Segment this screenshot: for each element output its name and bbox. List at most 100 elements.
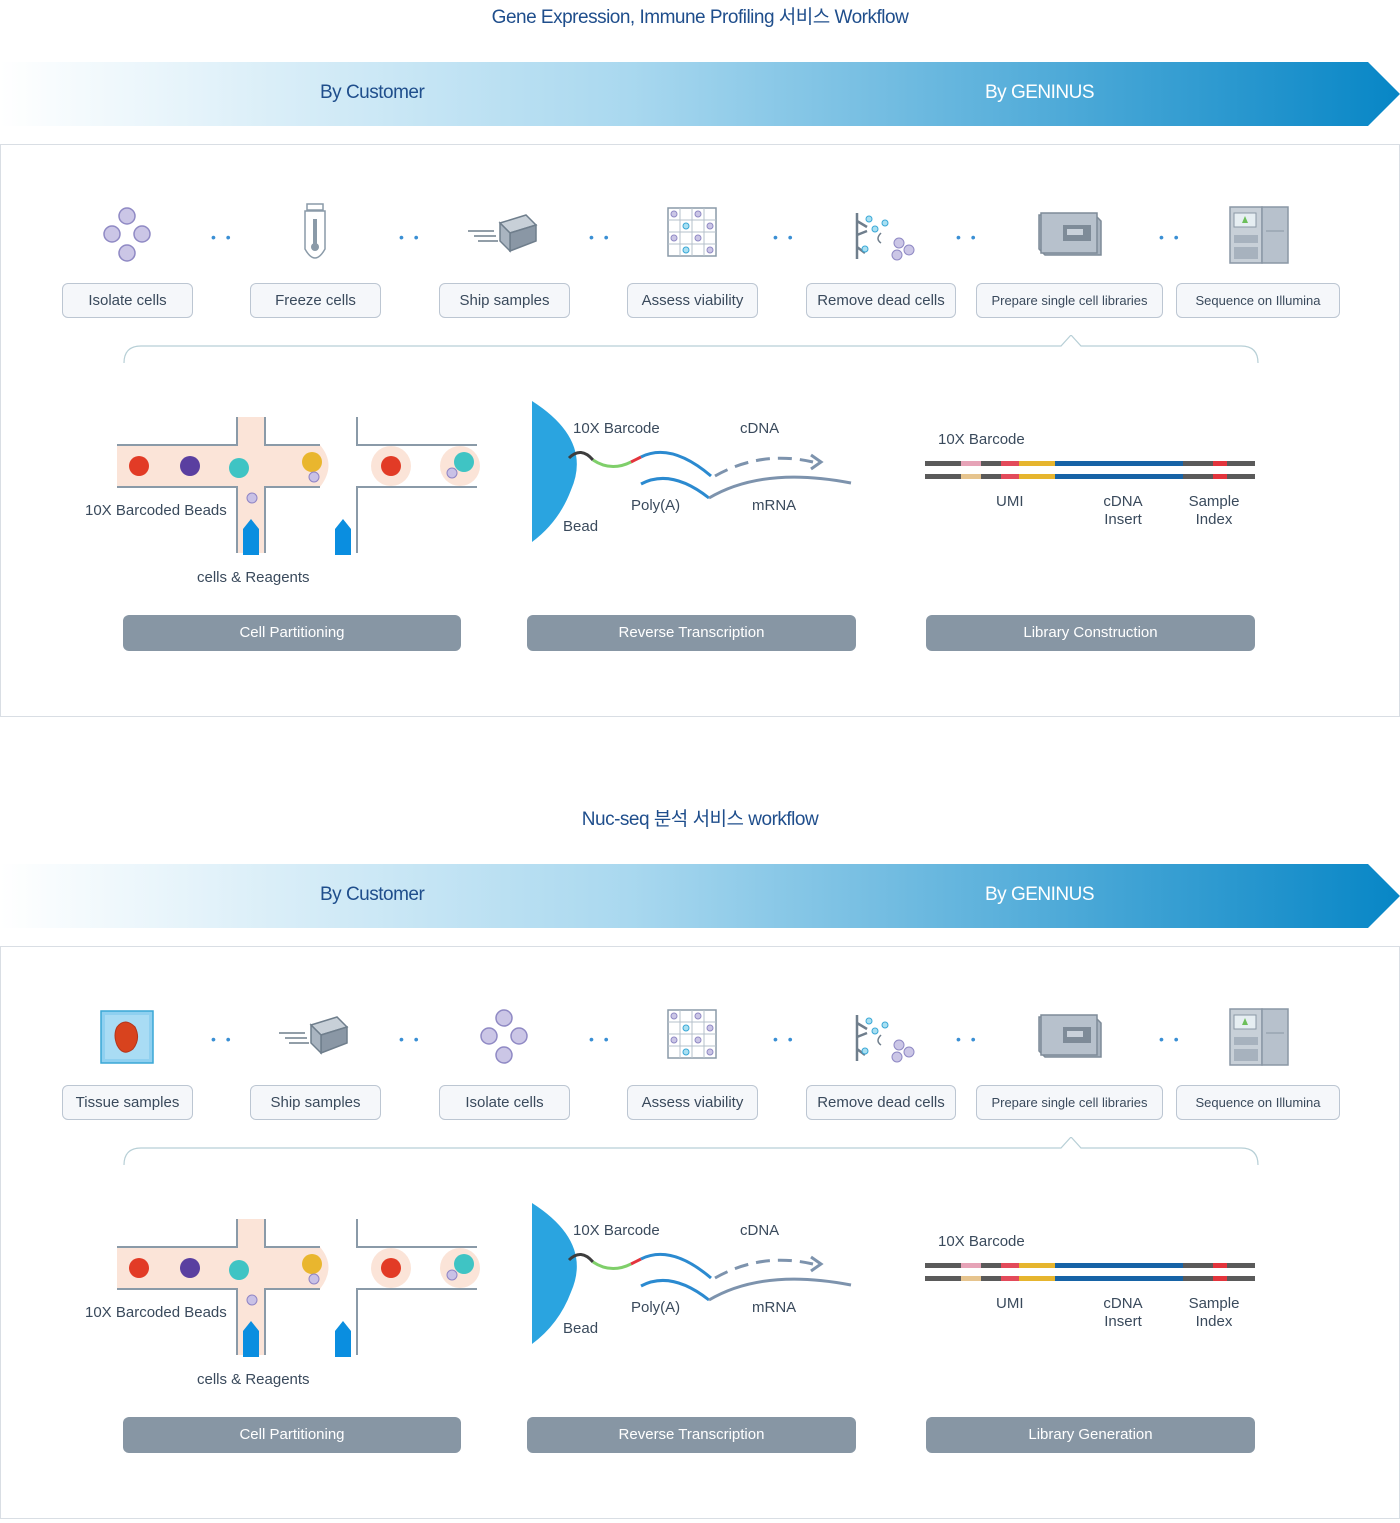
- by-geninus-label: By GENINUS: [985, 82, 1095, 103]
- workflow-title: Nuc-seq 분석 서비스 workflow: [581, 809, 819, 830]
- bead-purple: [180, 456, 200, 476]
- cell: [308, 471, 320, 483]
- step-connector-dots: • •: [399, 229, 422, 245]
- removal-icon: [841, 201, 921, 271]
- lib-insert-label: Insert: [1104, 1313, 1142, 1330]
- lib-umi-label: UMI: [996, 1295, 1024, 1312]
- chromium-icon: [1029, 201, 1109, 271]
- nuc-seq-workflow: Nuc-seq 분석 서비스 workflow By Customer By G…: [0, 802, 1400, 1519]
- rt-mrna-label: mRNA: [752, 1299, 797, 1316]
- lib-index-label: Index: [1195, 1313, 1233, 1330]
- gene-expression-workflow: Gene Expression, Immune Profiling 서비스 Wo…: [0, 0, 1400, 717]
- step-isolate-cells: Isolate cells: [62, 283, 193, 318]
- step-connector-dots: • •: [956, 1031, 979, 1047]
- lib-barcode-label: 10X Barcode: [938, 1233, 1025, 1250]
- step-connector-dots: • •: [589, 1031, 612, 1047]
- step-connector-dots: • •: [589, 229, 612, 245]
- cell: [246, 492, 258, 504]
- stage-reverse-transcription: Reverse Transcription: [527, 1417, 856, 1453]
- reverse-transcription-diagram: [532, 401, 852, 542]
- cell: [308, 1273, 320, 1285]
- bead-teal: [454, 452, 474, 472]
- rt-bead-label: Bead: [563, 518, 599, 535]
- by-geninus-label: By GENINUS: [985, 884, 1095, 905]
- step-tissue-samples: Tissue samples: [62, 1085, 193, 1120]
- lib-barcode-label: 10X Barcode: [938, 431, 1025, 448]
- cell: [446, 467, 458, 479]
- library-diagram: [925, 461, 1255, 479]
- step-ship-samples: Ship samples: [250, 1085, 381, 1120]
- by-customer-label: By Customer: [320, 82, 425, 103]
- cells-icon: [464, 1003, 544, 1073]
- cell-partitioning-diagram: [117, 417, 480, 555]
- tissue-icon: [87, 1003, 167, 1073]
- workflow-banner: By Customer By GENINUS: [0, 62, 1400, 126]
- cells-reagents-label: cells & Reagents: [197, 1371, 310, 1388]
- step-remove-dead-cells: Remove dead cells: [806, 283, 956, 318]
- lib-cdna-label: cDNA: [1103, 493, 1143, 510]
- cells-icon: [87, 201, 167, 271]
- step-connector-dots: • •: [956, 229, 979, 245]
- step-connector-dots: • •: [399, 1031, 422, 1047]
- rt-bead-label: Bead: [563, 1320, 599, 1337]
- box-icon: [464, 201, 544, 271]
- rt-barcode-label: 10X Barcode: [573, 420, 660, 437]
- reagent-arrow: [243, 1321, 259, 1357]
- lib-index-label: Index: [1195, 511, 1233, 528]
- step-ship-samples: Ship samples: [439, 283, 570, 318]
- banner-arrow: [0, 864, 1400, 928]
- stage-cell-partitioning: Cell Partitioning: [123, 615, 461, 651]
- lib-insert-label: Insert: [1104, 511, 1142, 528]
- reverse-transcription-diagram: [532, 1203, 852, 1344]
- rt-mrna-label: mRNA: [752, 497, 797, 514]
- rt-cdna-label: cDNA: [740, 420, 780, 437]
- bead-yellow: [302, 1254, 322, 1274]
- rt-cdna-label: cDNA: [740, 1222, 780, 1239]
- bead-yellow: [302, 452, 322, 472]
- grid-icon: [652, 1003, 732, 1073]
- workflow-panel: Isolate cells • • Freeze cells • • Ship samp…: [0, 144, 1400, 717]
- lib-umi-label: UMI: [996, 493, 1024, 510]
- step-isolate-cells: Isolate cells: [439, 1085, 570, 1120]
- bead-red: [381, 1258, 401, 1278]
- bead-red: [129, 1258, 149, 1278]
- library-diagram: [925, 1263, 1255, 1281]
- detail-bracket: [123, 1137, 1259, 1166]
- cell-partitioning-diagram: [117, 1219, 480, 1357]
- bead-red: [381, 456, 401, 476]
- bead-teal: [229, 458, 249, 478]
- grid-icon: [652, 201, 732, 271]
- cell: [446, 1269, 458, 1281]
- box-icon: [275, 1003, 355, 1073]
- step-prepare-single-cell-libraries: Prepare single cell libraries: [976, 283, 1163, 318]
- step-connector-dots: • •: [211, 229, 234, 245]
- sequencer-icon: [1218, 201, 1298, 271]
- bead-purple: [180, 1258, 200, 1278]
- bead-teal: [454, 1254, 474, 1274]
- detail-bracket: [123, 335, 1259, 364]
- lib-sample-label: Sample: [1188, 1295, 1240, 1312]
- stage-library: Library Generation: [926, 1417, 1255, 1453]
- step-sequence-on-illumina: Sequence on Illumina: [1176, 283, 1340, 318]
- stage-reverse-transcription: Reverse Transcription: [527, 615, 856, 651]
- rt-barcode-label: 10X Barcode: [573, 1222, 660, 1239]
- workflow-title: Gene Expression, Immune Profiling 서비스 Wo…: [491, 7, 909, 28]
- step-freeze-cells: Freeze cells: [250, 283, 381, 318]
- banner-arrow: [0, 62, 1400, 126]
- chromium-icon: [1029, 1003, 1109, 1073]
- step-connector-dots: • •: [773, 229, 796, 245]
- lib-sample-label: Sample: [1188, 493, 1240, 510]
- reagent-arrow: [335, 519, 351, 555]
- step-prepare-single-cell-libraries: Prepare single cell libraries: [976, 1085, 1163, 1120]
- by-customer-label: By Customer: [320, 884, 425, 905]
- lib-cdna-label: cDNA: [1103, 1295, 1143, 1312]
- workflow-panel: Tissue samples • • Ship samples • • Isolate …: [0, 946, 1400, 1519]
- step-remove-dead-cells: Remove dead cells: [806, 1085, 956, 1120]
- step-connector-dots: • •: [1159, 229, 1182, 245]
- reagent-arrow: [243, 519, 259, 555]
- rt-polya-label: Poly(A): [631, 497, 681, 514]
- bead-teal: [229, 1260, 249, 1280]
- rt-polya-label: Poly(A): [631, 1299, 681, 1316]
- cells-reagents-label: cells & Reagents: [197, 569, 310, 586]
- sequencer-icon: [1218, 1003, 1298, 1073]
